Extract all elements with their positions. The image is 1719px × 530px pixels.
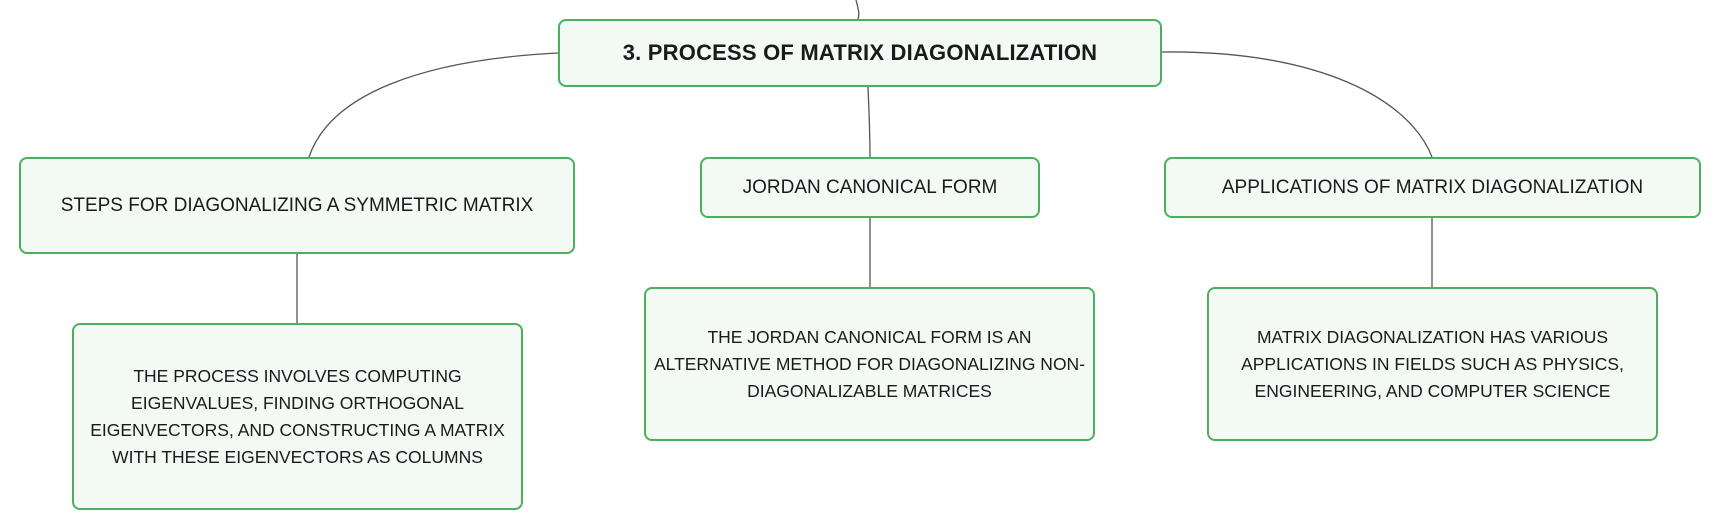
connector-parent-to-root <box>855 0 860 20</box>
topic-label-jordan: JORDAN CANONICAL FORM <box>742 176 998 198</box>
topic-node-jordan[interactable]: JORDAN CANONICAL FORM <box>700 157 1040 218</box>
root-topic-node[interactable]: 3. PROCESS OF MATRIX DIAGONALIZATION <box>558 19 1162 87</box>
detail-text-steps: THE PROCESS INVOLVES COMPUTING EIGENVALU… <box>90 365 505 467</box>
root-topic-label: 3. PROCESS OF MATRIX DIAGONALIZATION <box>622 40 1098 65</box>
topic-label-steps: STEPS FOR DIAGONALIZING A SYMMETRIC MATR… <box>60 194 534 216</box>
connector-root-to-jordan <box>867 86 871 158</box>
detail-node-applications[interactable]: MATRIX DIAGONALIZATION HAS VARIOUS APPLI… <box>1207 287 1658 441</box>
topic-label-applications: APPLICATIONS OF MATRIX DIAGONALIZATION <box>1221 176 1644 198</box>
connector-root-to-applications <box>1161 51 1433 158</box>
topic-node-steps[interactable]: STEPS FOR DIAGONALIZING A SYMMETRIC MATR… <box>19 157 575 254</box>
connector-root-to-steps <box>308 52 559 158</box>
detail-node-jordan[interactable]: THE JORDAN CANONICAL FORM IS AN ALTERNAT… <box>644 287 1095 441</box>
detail-node-steps[interactable]: THE PROCESS INVOLVES COMPUTING EIGENVALU… <box>72 323 523 510</box>
detail-text-applications: MATRIX DIAGONALIZATION HAS VARIOUS APPLI… <box>1241 326 1624 401</box>
topic-node-applications[interactable]: APPLICATIONS OF MATRIX DIAGONALIZATION <box>1164 157 1701 218</box>
detail-text-jordan: THE JORDAN CANONICAL FORM IS AN ALTERNAT… <box>653 326 1086 401</box>
